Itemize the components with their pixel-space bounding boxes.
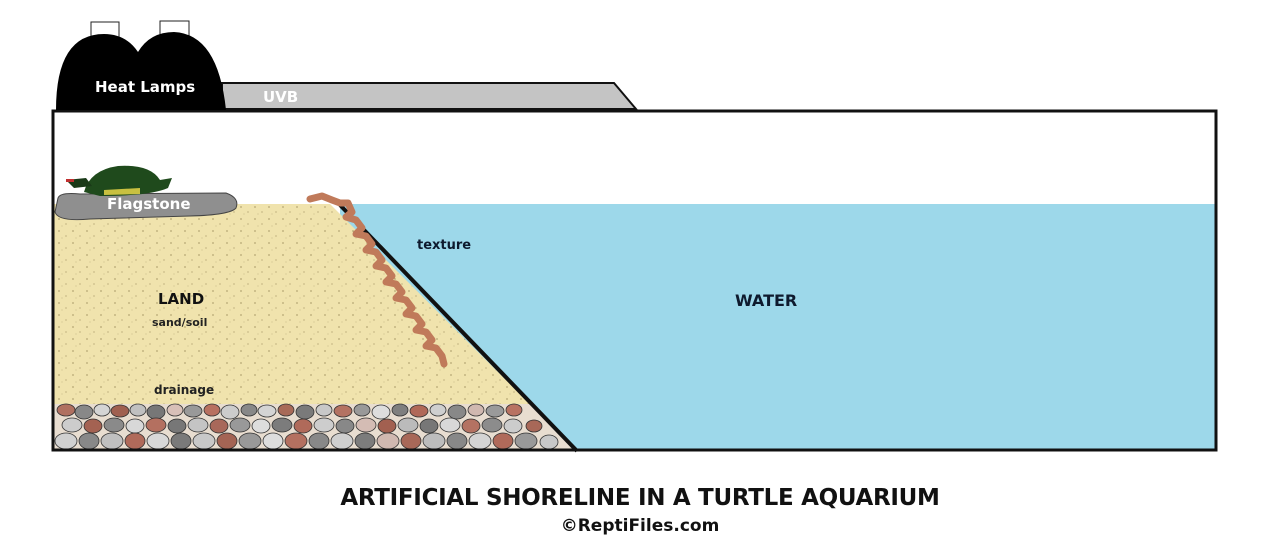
shoreline-slope — [338, 203, 579, 453]
diagram-title: ARTIFICIAL SHORELINE IN A TURTLE AQUARIU… — [340, 485, 940, 511]
drainage-pebbles — [54, 403, 577, 451]
drainage-label: drainage — [154, 383, 215, 397]
diagram-credit: ©ReptiFiles.com — [560, 516, 720, 536]
uvb-label: UVB — [263, 88, 299, 106]
texture-label: texture — [417, 238, 472, 253]
land-label: LAND — [158, 290, 205, 308]
land-sub-label: sand/soil — [152, 316, 208, 329]
heat-lamps-label: Heat Lamps — [95, 78, 196, 96]
flagstone — [54, 192, 238, 221]
heat-lamps — [56, 20, 226, 110]
tank-outline — [51, 109, 1218, 452]
flagstone-label: Flagstone — [107, 195, 191, 213]
land-region — [54, 204, 577, 451]
turtle-icon — [66, 165, 172, 196]
texture-zigzag — [306, 192, 448, 368]
water-label: WATER — [735, 291, 798, 310]
